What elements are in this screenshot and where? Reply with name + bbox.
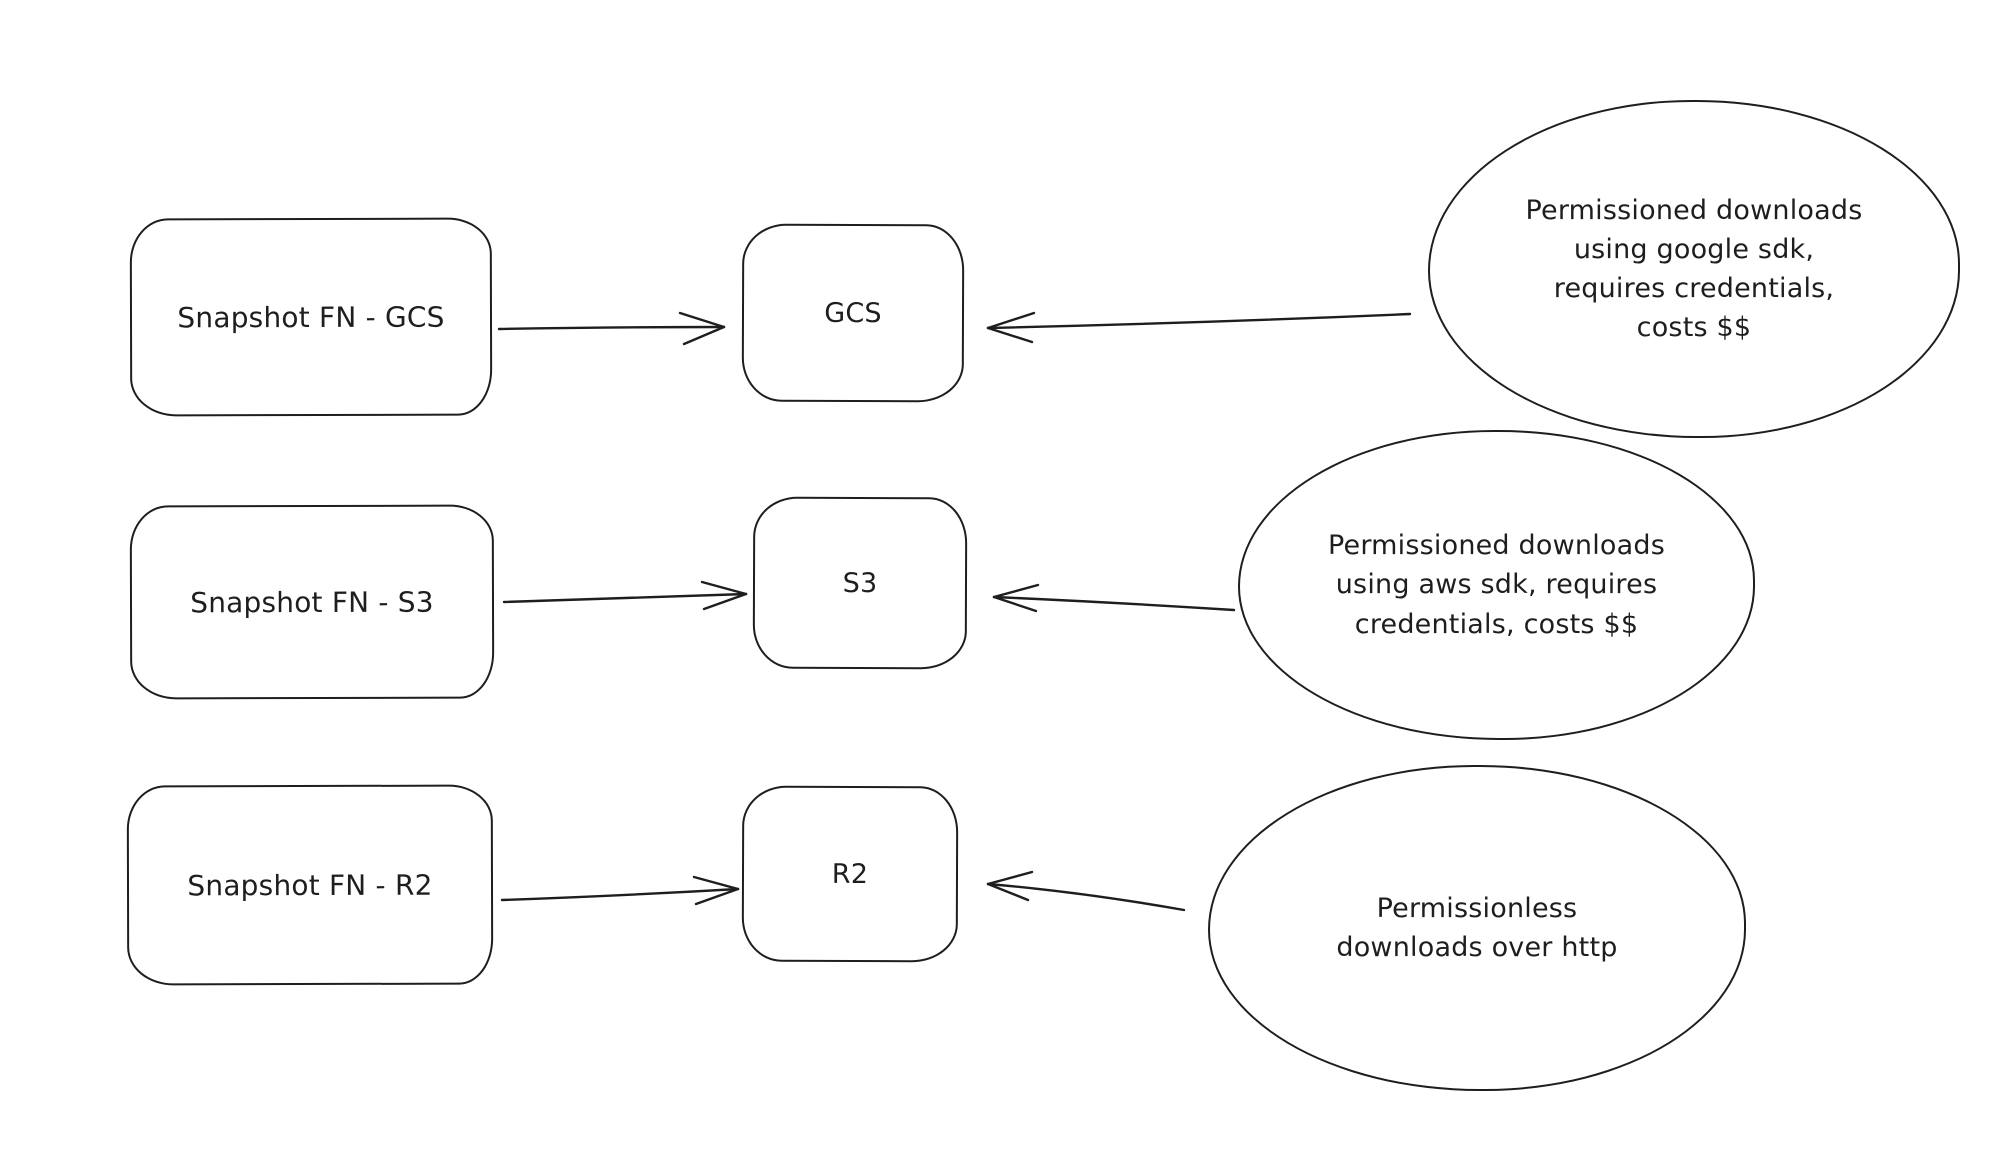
source-box-label: Snapshot FN - R2 (187, 868, 433, 902)
arrow-note-to-s3 (992, 583, 1236, 613)
target-box-gcs: GCS (741, 223, 965, 403)
target-box-label: S3 (842, 567, 878, 599)
note-text: Permissioned downloads using aws sdk, re… (1328, 530, 1665, 640)
note-ellipse-r2: Permissionless downloads over http (1208, 765, 1746, 1091)
arrow-snapshot-to-gcs (497, 311, 726, 346)
source-box-label: Snapshot FN - S3 (190, 585, 434, 619)
source-box-label: Snapshot FN - GCS (177, 300, 445, 334)
note-text: Permissioned downloads using google sdk,… (1525, 194, 1863, 344)
target-box-label: GCS (824, 297, 882, 329)
note-ellipse-gcs: Permissioned downloads using google sdk,… (1428, 100, 1960, 438)
arrow-note-to-gcs (986, 311, 1412, 344)
note-text: Permissionless downloads over http (1336, 892, 1618, 963)
source-box-snapshot-fn-s3: Snapshot FN - S3 (129, 504, 495, 700)
source-box-snapshot-fn-r2: Snapshot FN - R2 (126, 784, 494, 986)
target-box-r2: R2 (741, 785, 959, 963)
source-box-snapshot-fn-gcs: Snapshot FN - GCS (129, 217, 493, 417)
target-box-label: R2 (831, 858, 869, 890)
note-ellipse-s3: Permissioned downloads using aws sdk, re… (1238, 430, 1755, 740)
arrow-snapshot-to-s3 (502, 580, 748, 611)
arrow-note-to-r2 (986, 870, 1186, 912)
arrow-snapshot-to-r2 (500, 875, 740, 906)
target-box-s3: S3 (752, 496, 968, 670)
